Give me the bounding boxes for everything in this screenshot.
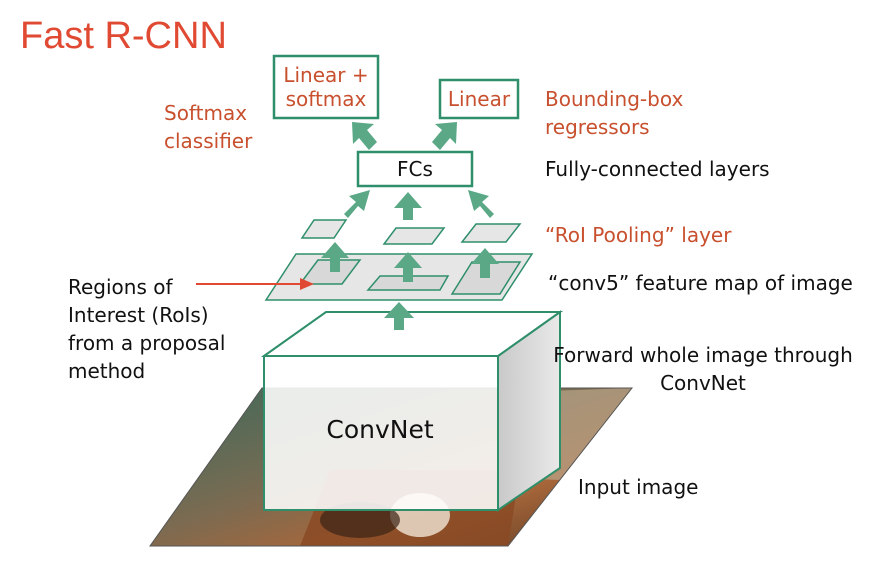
rois-label-3: from a proposal: [68, 331, 225, 355]
rois-label-4: method: [68, 359, 145, 383]
softmax-classifier-label-2: classifier: [164, 129, 253, 153]
classifier-box-line2: softmax: [286, 87, 367, 111]
rois-pointer-arrow: [196, 278, 314, 290]
softmax-classifier-label-1: Softmax: [164, 101, 247, 125]
classifier-box: [272, 54, 380, 120]
bbox-regressors-label-2: regressors: [545, 115, 650, 139]
roi-pooled-features: [300, 219, 522, 245]
regressor-box-label: Linear: [448, 87, 511, 111]
rois-label-2: Interest (RoIs): [68, 303, 209, 327]
input-image-label: Input image: [578, 475, 698, 499]
forward-label-2: ConvNet: [660, 371, 746, 395]
fc-layers-label: Fully-connected layers: [545, 157, 770, 181]
fc-box: [356, 150, 474, 188]
regressor-box: [438, 78, 520, 120]
flow-arrows: [321, 122, 499, 330]
conv5-label: “conv5” feature map of image: [548, 271, 853, 295]
diagram-title: Fast R-CNN: [20, 15, 227, 57]
classifier-box-line1: Linear +: [283, 63, 368, 87]
fc-box-label: FCs: [397, 157, 433, 181]
bbox-regressors-label-1: Bounding-box: [545, 87, 683, 111]
convnet-block: [260, 310, 564, 512]
rois-label-1: Regions of: [68, 275, 173, 299]
convnet-label: ConvNet: [326, 415, 433, 444]
forward-label-1: Forward whole image through: [553, 343, 853, 367]
roi-pooling-label: “RoI Pooling” layer: [545, 223, 732, 247]
